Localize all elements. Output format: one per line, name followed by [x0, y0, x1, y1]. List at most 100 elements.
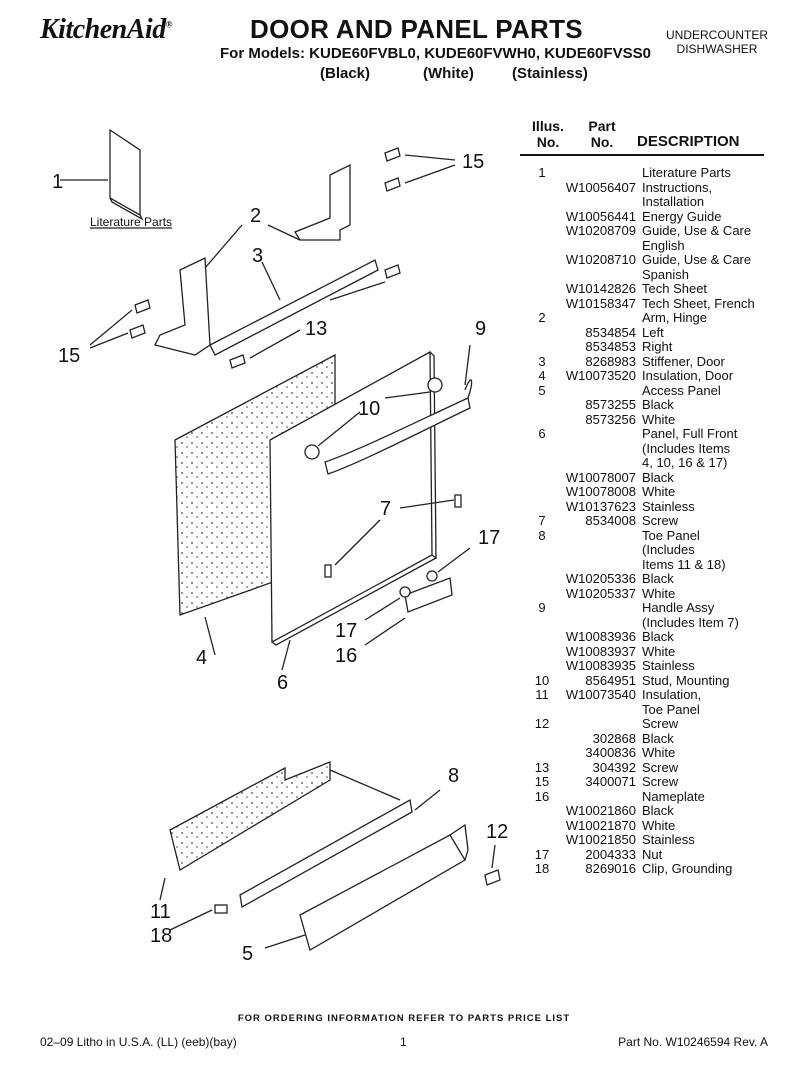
- row-description: Screw: [642, 759, 679, 775]
- table-row: 4, 10, 16 & 17): [520, 455, 790, 471]
- row-part-no: 2004333: [585, 846, 636, 862]
- row-part-no: 8269016: [585, 861, 636, 876]
- callout-numbers: 1 Literature Parts 2 3 15 15 13 9 10 7 1…: [52, 151, 508, 965]
- screw-15-c: [134, 299, 151, 314]
- row-illus-no: 12: [534, 716, 550, 731]
- callout-11: 11: [150, 901, 171, 923]
- table-row: Toe Panel: [520, 702, 790, 718]
- row-description: Left: [642, 324, 664, 340]
- callout-1: 1: [52, 171, 63, 193]
- row-illus-no: 15: [534, 774, 550, 789]
- screw-13-a: [384, 264, 401, 279]
- row-part-no: 8573256: [585, 411, 636, 427]
- row-illus-no: [520, 500, 564, 515]
- callout-16: 16: [335, 645, 357, 667]
- row-part-no: W10083936: [565, 629, 636, 644]
- callout-15-left: 15: [58, 345, 80, 367]
- row-illus-no: [520, 195, 564, 210]
- row-description: Screw: [642, 774, 679, 789]
- header-illus: Illus. No.: [532, 118, 564, 150]
- row-illus-no: [520, 703, 564, 718]
- row-illus-no: [520, 659, 564, 674]
- callout-9: 9: [475, 318, 486, 340]
- row-description: Stainless: [642, 832, 695, 847]
- row-part-no: 8534853: [585, 339, 636, 354]
- callout-6: 6: [277, 672, 288, 694]
- row-part-no: W10142826: [565, 281, 636, 296]
- row-illus-no: 18: [534, 861, 550, 876]
- row-part-no: W10021850: [565, 832, 636, 847]
- color-white: (White): [423, 65, 474, 82]
- table-row: W10083935 Stainless: [520, 658, 790, 674]
- part-number: Part No. W10246594 Rev. A: [618, 1035, 768, 1049]
- row-illus-no: [520, 210, 564, 225]
- row-description: Screw: [642, 716, 679, 731]
- page-number: 1: [400, 1035, 407, 1049]
- callout-18: 18: [150, 925, 172, 947]
- callout-2: 2: [250, 205, 261, 227]
- product-type: UNDERCOUNTER DISHWASHER: [666, 28, 768, 56]
- row-illus-no: [520, 485, 564, 500]
- grounding-clip: [214, 904, 228, 914]
- row-illus-no: 2: [538, 310, 546, 325]
- literature-label: Literature Parts: [90, 215, 172, 229]
- row-description: Insulation, Door: [642, 368, 734, 383]
- row-illus-no: 9: [538, 600, 546, 615]
- row-description: Access Panel: [642, 382, 721, 398]
- door-stiffener: [209, 259, 379, 356]
- hinge-arm-left: [154, 256, 211, 356]
- row-part-no: [564, 268, 642, 283]
- row-illus-no: [520, 833, 564, 848]
- row-description: Handle Assy: [642, 600, 715, 615]
- row-description: Right: [642, 339, 673, 354]
- row-part-no: 8564951: [585, 672, 636, 688]
- color-black: (Black): [320, 65, 371, 82]
- row-illus-no: [520, 239, 564, 254]
- table-row: 9 Handle Assy: [520, 600, 790, 616]
- row-description: Stainless: [642, 658, 695, 673]
- row-part-no: [564, 717, 642, 732]
- row-part-no: W10158347: [565, 295, 636, 311]
- row-description: White: [642, 817, 676, 833]
- row-part-no: [564, 239, 642, 254]
- callout-10: 10: [358, 398, 380, 420]
- row-description: Guide, Use & Care: [642, 223, 752, 238]
- screw-7-b: [324, 564, 332, 578]
- row-illus-no: [520, 181, 564, 196]
- row-illus-no: 5: [538, 382, 546, 398]
- row-description: Screw: [642, 513, 679, 528]
- table-row: 12 Screw: [520, 716, 790, 732]
- table-row: W10208709 Guide, Use & Care: [520, 223, 790, 239]
- row-description: White: [642, 484, 676, 499]
- row-description: Panel, Full Front: [642, 426, 738, 441]
- row-illus-no: 11: [535, 687, 549, 702]
- literature-booklet: [109, 128, 141, 217]
- row-illus-no: [520, 442, 564, 457]
- row-illus-no: [520, 224, 564, 239]
- row-description: Literature Parts: [642, 165, 731, 180]
- exploded-diagram: 1 Literature Parts 2 3 15 15 13 9 10 7 1…: [0, 100, 520, 1000]
- callout-7: 7: [380, 498, 391, 520]
- litho-info: 02–09 Litho in U.S.A. (LL) (eeb)(bay): [40, 1035, 237, 1049]
- row-illus-no: [520, 398, 564, 413]
- row-part-no: W10083935: [565, 658, 636, 673]
- callout-15-top: 15: [462, 151, 484, 173]
- row-part-no: W10208709: [565, 223, 636, 238]
- header-description: DESCRIPTION: [637, 133, 740, 150]
- table-row: (Includes Item 7): [520, 615, 790, 631]
- row-part-no: [564, 427, 642, 442]
